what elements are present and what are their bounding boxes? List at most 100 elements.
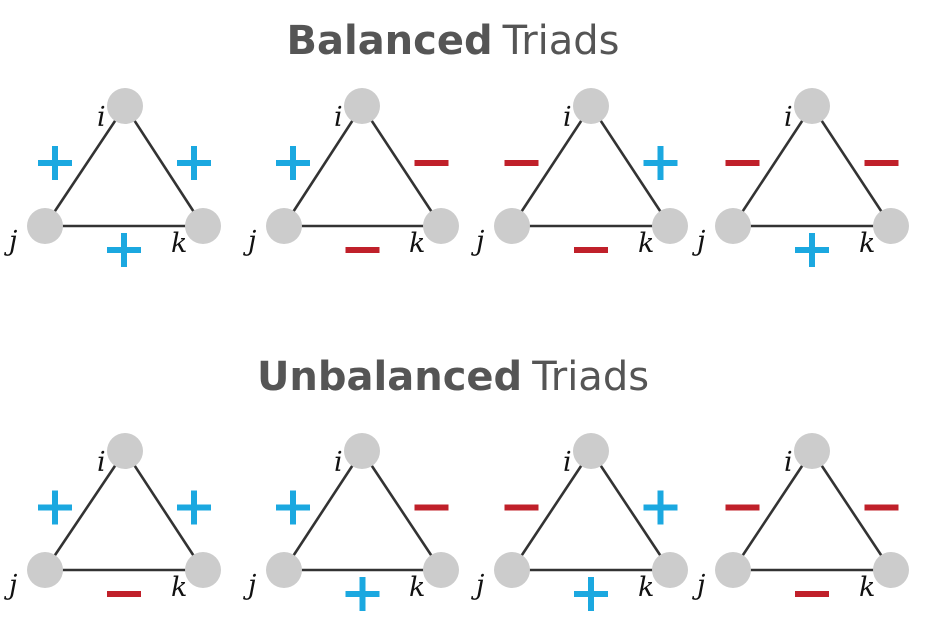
edge-ij [282,450,364,571]
sign-bar-vertical [359,577,366,611]
sign-jk-plus-sign [795,233,829,267]
edge-ik [589,450,672,571]
node-j [494,208,530,244]
node-label-i: i [784,447,793,478]
sign-ik-minus-sign [864,504,899,511]
sign-ij-plus-sign [38,146,72,180]
node-label-i: i [97,102,106,133]
sign-bar [725,504,760,511]
sign-bar [795,591,829,597]
node-i [573,88,609,124]
sign-bar-vertical [657,490,664,525]
node-j [715,552,751,588]
sign-bar [574,247,608,253]
edge-ik [810,450,893,571]
sign-bar [414,160,449,166]
edge-ik [360,450,443,571]
node-label-k: k [859,572,875,603]
node-label-i: i [334,447,343,478]
edge-ij [510,105,593,227]
sign-jk-minus-sign [107,591,141,597]
node-k [423,552,459,588]
sign-bar-vertical [191,146,197,180]
node-k [423,208,459,244]
sign-jk-plus-sign [345,577,380,611]
sign-ik-minus-sign [414,504,449,511]
node-i [573,433,609,469]
edge-ik [123,105,205,227]
node-label-k: k [171,572,187,603]
node-label-i: i [334,102,343,133]
sign-jk-minus-sign [345,247,380,253]
balanced-triad-2: i j k [243,88,459,259]
sign-bar [345,247,380,253]
sign-jk-plus-sign [574,577,608,611]
sign-bar-vertical [121,233,127,267]
node-j [266,208,302,244]
node-label-j: j [4,226,17,257]
edge-ij [43,450,127,571]
sign-bar [107,591,141,597]
edge-ij [731,105,814,227]
node-i [794,88,830,124]
node-label-j: j [471,226,484,257]
node-label-k: k [409,228,425,259]
node-i [344,433,380,469]
node-j [27,552,63,588]
node-j [715,208,751,244]
node-label-j: j [4,570,17,601]
sign-ij-minus-sign [725,504,760,511]
edge-ik [123,450,205,571]
sign-jk-minus-sign [574,247,608,253]
unbalanced-title-rest: Triads [531,354,649,400]
sign-jk-minus-sign [795,591,829,597]
node-label-i: i [97,447,106,478]
node-label-j: j [692,226,705,257]
node-i [794,433,830,469]
edge-ij [282,105,364,227]
unbalanced-triad-1: i j k [4,433,221,603]
unbalanced-title-bold: Unbalanced [257,354,522,400]
sign-ij-minus-sign [504,504,539,511]
node-label-j: j [243,570,256,601]
edge-ij [731,450,814,571]
sign-ik-minus-sign [864,160,899,166]
node-label-k: k [638,228,654,259]
unbalanced-triad-4: i j k [692,433,909,603]
sign-ij-plus-sign [38,490,72,525]
sign-bar [504,504,539,511]
sign-bar [864,160,899,166]
sign-bar-vertical [657,146,664,180]
sign-bar [725,160,760,166]
sign-ik-plus-sign [643,490,678,525]
node-j [494,552,530,588]
sign-bar-vertical [588,577,594,611]
sign-bar-vertical [290,490,296,525]
node-k [873,552,909,588]
node-i [107,88,143,124]
node-i [107,433,143,469]
node-i [344,88,380,124]
node-k [652,552,688,588]
node-k [185,552,221,588]
sign-ij-minus-sign [504,160,539,166]
sign-ik-minus-sign [414,160,449,166]
node-label-k: k [638,572,654,603]
node-label-i: i [563,447,572,478]
edge-ik [589,105,672,227]
node-label-j: j [692,570,705,601]
sign-ij-minus-sign [725,160,760,166]
sign-bar [504,160,539,166]
node-label-i: i [784,102,793,133]
node-label-j: j [243,226,256,257]
edge-ik [810,105,893,227]
sign-bar [864,504,899,511]
